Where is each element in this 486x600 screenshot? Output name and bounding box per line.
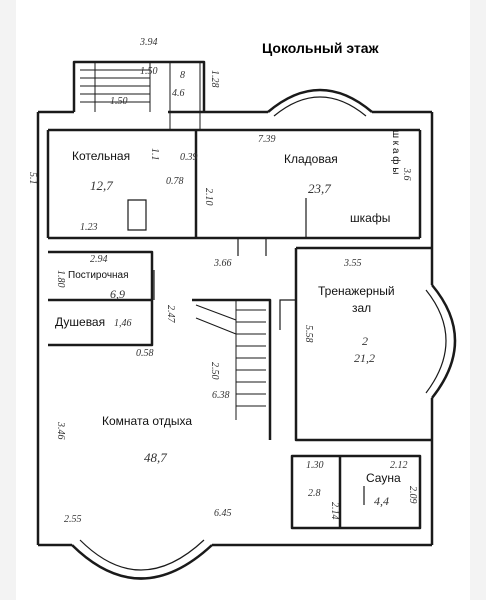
room-shower-name: Душевая (55, 315, 105, 329)
room-gym-area-1: 2 (362, 334, 368, 348)
dim-rest-bl: 2.55 (64, 514, 82, 525)
scan-edge-left (0, 0, 16, 600)
walls (36, 60, 457, 580)
room-gym-name-2: зал (352, 301, 371, 315)
dim-sauna-a: 1.30 (306, 460, 324, 471)
dim-sauna-b: 2.8 (308, 488, 321, 499)
bay-window-top (267, 88, 373, 113)
dim-stair-len: 2.47 (165, 305, 176, 324)
bay-window-bottom (71, 544, 213, 580)
room-wardrobes-vertical: ш к а ф ы (390, 130, 402, 175)
room-laundry-area: 6,9 (110, 287, 125, 301)
stair-shaft (192, 298, 272, 440)
dim-left-wall: 5.1 (27, 172, 38, 185)
room-sauna-area: 4,4 (374, 494, 389, 508)
dim-gym-side: 5.58 (303, 325, 314, 343)
dim-boiler-h3: 2.10 (203, 188, 214, 206)
dim-laundry-side: 1.80 (55, 270, 66, 288)
dim-wardrobe: 3.6 (401, 167, 412, 181)
dim-stair-low1: 2.50 (209, 362, 220, 380)
dim-stair-a: 1.50 (140, 66, 158, 77)
room-gym-area-2: 21,2 (354, 351, 375, 365)
room-sauna-name: Сауна (366, 471, 401, 485)
dim-boiler-bottom: 1.23 (80, 222, 98, 233)
dim-stair-c: 1.28 (209, 70, 220, 88)
bay-window-right (431, 284, 457, 399)
dim-gym-top: 3.55 (343, 258, 362, 269)
dim-corridor: 3.66 (213, 258, 232, 269)
scan-edge-right (470, 0, 486, 600)
wall-laundry (48, 250, 154, 347)
wall-sauna (290, 454, 422, 530)
dim-top: 3.94 (139, 37, 158, 48)
room-wardrobes-name: шкафы (350, 211, 390, 225)
stair-treads (80, 62, 266, 420)
dim-boiler-h2: 0.78 (166, 176, 184, 187)
doors (127, 198, 365, 505)
dim-stair-low2: 6.38 (212, 390, 230, 401)
dim-small: 0.58 (136, 348, 154, 359)
room-gym-name-1: Тренажерный (318, 284, 395, 298)
dim-stair-e: 4.6 (172, 88, 185, 99)
dim-rest-bottom: 6.45 (214, 508, 232, 519)
dim-stair-d: 8 (180, 70, 185, 81)
room-boiler-area: 12,7 (90, 178, 113, 193)
dim-boiler-side: 1.1 (149, 148, 160, 161)
dim-sauna-c: 2.12 (390, 460, 408, 471)
dim-rest-left: 3.46 (55, 421, 66, 440)
floor-title: Цокольный этаж (262, 40, 380, 56)
dim-sauna-d: 2.14 (329, 502, 340, 520)
dim-boiler-h1: 0.39 (180, 152, 198, 163)
dimension-labels: 3.94 1.50 1.50 1.28 8 4.6 7.39 1.1 0.39 … (27, 37, 418, 525)
room-rest-name: Комната отдыха (102, 414, 192, 428)
dim-laundry-top: 2.94 (90, 254, 108, 265)
dim-sauna-e: 2.09 (407, 486, 418, 504)
top-stair-box (72, 60, 206, 112)
room-storage-name: Кладовая (284, 152, 338, 166)
room-laundry-name: Постирочная (68, 270, 129, 281)
dim-stair-b: 1.50 (110, 96, 128, 107)
room-storage-area: 23,7 (308, 181, 331, 196)
room-boiler-name: Котельная (72, 149, 130, 163)
room-rest-area: 48,7 (144, 450, 167, 465)
room-shower-area: 1,46 (114, 318, 132, 329)
dim-storage-top: 7.39 (258, 134, 276, 145)
